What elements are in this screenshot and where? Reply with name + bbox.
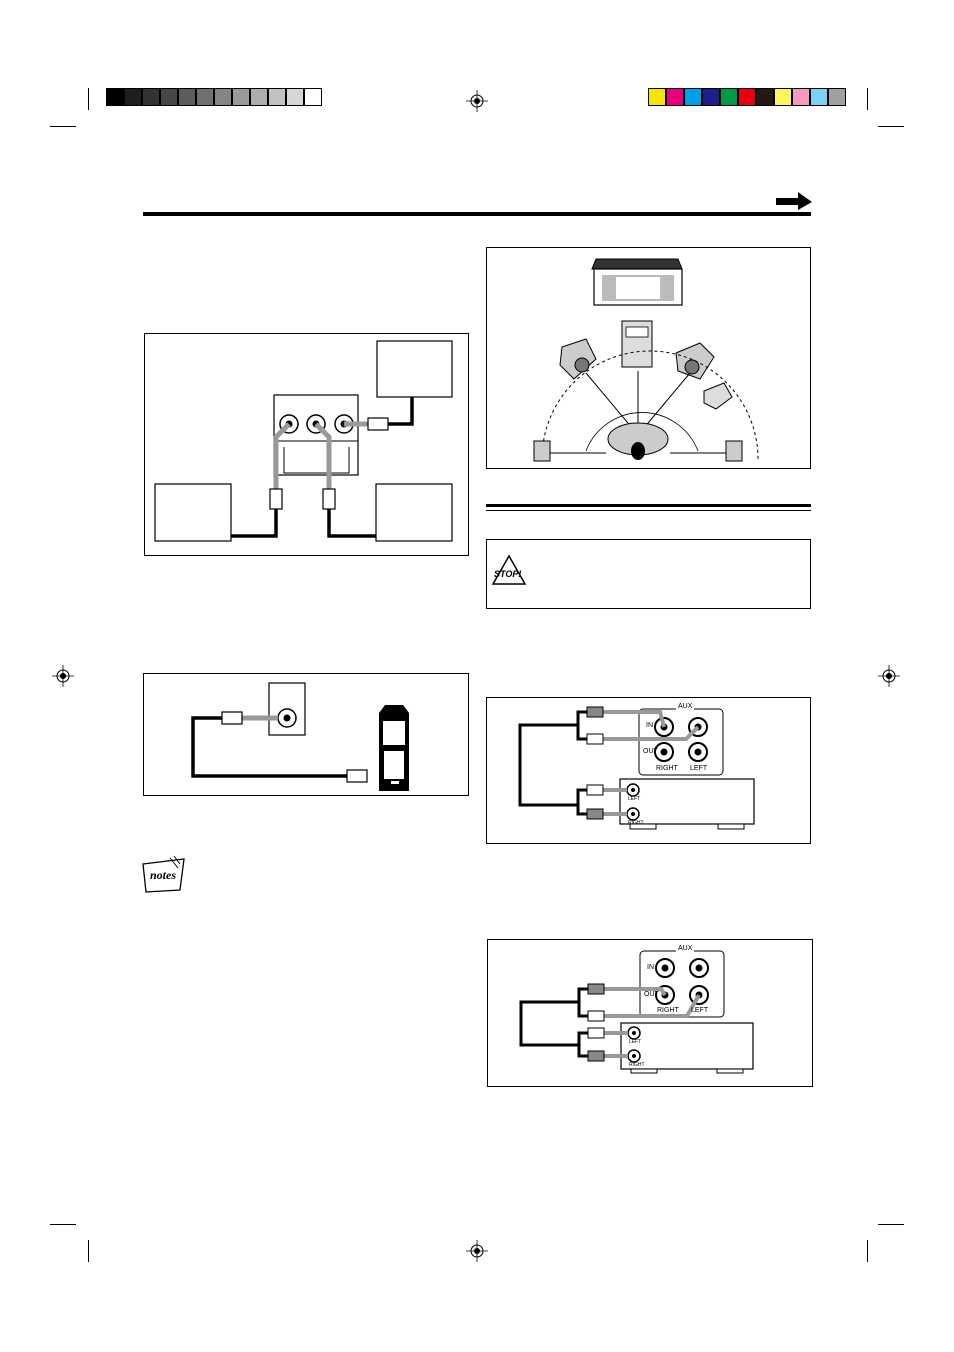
aux-left-label: LEFT [691,1007,709,1014]
subwoofer-connection-drawing [191,682,409,791]
calibration-swatch [268,88,286,106]
calibration-swatch [666,88,684,106]
arrow-right-icon [776,192,812,210]
aux-in-label: IN [647,964,654,971]
device-right-label: RIGHT [628,820,644,826]
calibration-swatch [756,88,774,106]
registration-mark-icon [52,665,74,687]
aux-out-drawing [519,950,754,1074]
crop-mark [878,1224,904,1225]
aux-out-label: OUT [644,991,659,998]
calibration-swatch [124,88,142,106]
device-left-label: LEFT [628,796,641,802]
calibration-swatch [828,88,846,106]
crop-mark [878,126,904,127]
calibration-swatch [774,88,792,106]
video-connection-drawing [154,340,453,542]
aux-out-label: OUT [643,748,658,755]
calibration-swatch [178,88,196,106]
calibration-swatch [232,88,250,106]
crop-mark [867,1240,868,1262]
stop-label: STOP! [494,569,522,579]
crop-mark [50,126,76,127]
aux-in-label: IN [646,722,653,729]
calibration-swatch [250,88,268,106]
aux-title: AUX [676,703,695,710]
calibration-swatch [810,88,828,106]
caution-box [486,539,811,609]
crop-mark [88,1240,89,1262]
calibration-swatch [792,88,810,106]
section-rule [486,504,811,507]
warning-triangle-icon [491,554,527,585]
calibration-swatch [214,88,232,106]
device-left-label: LEFT [629,1039,642,1045]
calibration-swatch [286,88,304,106]
aux-title: AUX [676,945,695,952]
registration-mark-icon [878,665,900,687]
aux-right-label: RIGHT [657,1007,679,1014]
calibration-swatch [648,88,666,106]
crop-mark [50,1224,76,1225]
aux-right-label: RIGHT [656,765,678,772]
device-right-label: RIGHT [629,1062,645,1068]
crop-mark [867,88,868,110]
calibration-swatch [684,88,702,106]
calibration-swatch [196,88,214,106]
notes-label: notes [150,868,177,882]
calibration-swatch [142,88,160,106]
aux-left-label: LEFT [690,765,708,772]
crop-mark [88,88,89,110]
calibration-swatch [720,88,738,106]
speaker-placement-drawing [533,258,759,462]
calibration-swatch [738,88,756,106]
calibration-swatch [304,88,322,106]
notes-icon [142,855,185,893]
registration-mark-icon [466,90,488,112]
registration-mark-icon [466,1240,488,1262]
header-rule [143,212,811,216]
section-rule-thin [486,510,811,511]
calibration-swatch [160,88,178,106]
aux-in-drawing [518,706,755,830]
calibration-swatch [702,88,720,106]
calibration-swatch [106,88,124,106]
